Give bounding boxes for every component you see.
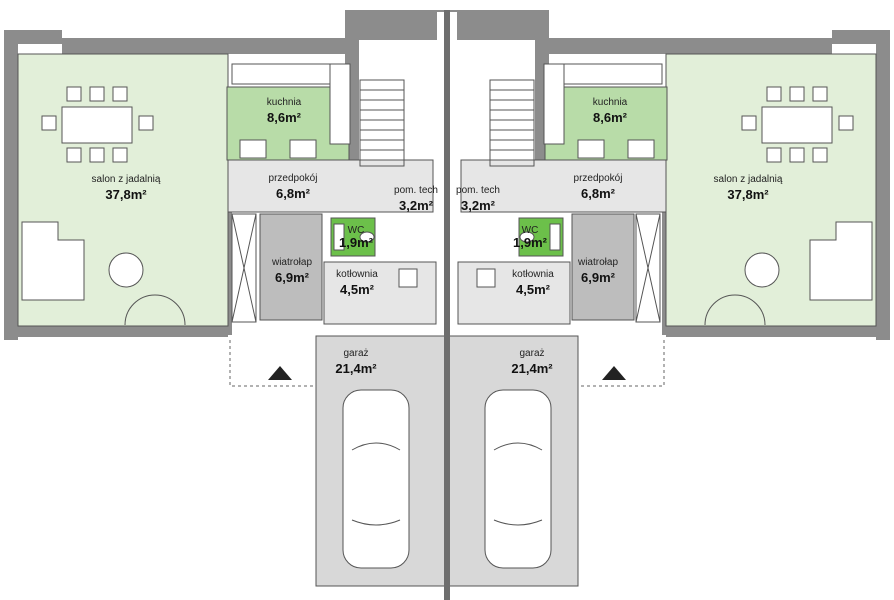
outer-wall [4,30,18,340]
pomtech-area-label: 3,2m² [461,198,496,213]
outer-wall [832,30,890,44]
pomtech-name-label: pom. tech [456,185,500,196]
kotlownia-name-label: kotłownia [512,269,554,280]
staircase [359,79,405,167]
salon-name-label: salon z jadalnią [714,174,783,185]
room-wiatrolap [571,213,635,321]
outer-wall [457,10,549,40]
salon-area-label: 37,8m² [105,187,147,202]
wc-toilet [333,223,345,251]
kitchen-chair [577,139,605,159]
kitchen-counter [543,63,565,145]
kotlownia-area-label: 4,5m² [340,282,375,297]
boiler [476,268,496,288]
party-wall [444,10,450,600]
garaz-name-label: garaż [519,348,544,359]
pomtech-name-label: pom. tech [394,185,438,196]
round-table [744,252,780,288]
kitchen-chair [239,139,267,159]
outer-wall [666,325,890,337]
garaz-area-label: 21,4m² [511,361,553,376]
kuchnia-name-label: kuchnia [267,97,302,108]
kuchnia-name-label: kuchnia [593,97,628,108]
dining-table [741,86,854,163]
outer-wall [876,30,890,340]
salon-area-label: 37,8m² [727,187,769,202]
unit-right: salon z jadalnią 37,8m² kuchnia 8,6m² pr… [447,10,890,587]
wc-area-label: 1,9m² [513,235,548,250]
wc-name-label: WC [522,225,539,236]
kotlownia-name-label: kotłownia [336,269,378,280]
unit-left: salon z jadalnią 37,8m² kuchnia 8,6m² pr… [4,10,447,587]
garaz-name-label: garaż [343,348,368,359]
outer-wall [542,38,832,54]
kitchen-chair [627,139,655,159]
wc-sink [359,231,375,243]
wiatrolap-name-label: wiatrołap [577,257,618,268]
boiler [398,268,418,288]
outer-wall [345,10,437,40]
wc-area-label: 1,9m² [339,235,374,250]
terrace-door [124,294,186,326]
przedpokoj-name-label: przedpokój [574,173,623,184]
inner-wall [662,210,668,335]
car [484,389,552,569]
outer-wall [4,30,62,44]
outer-wall [62,38,352,54]
przedpokoj-area-label: 6,8m² [276,186,311,201]
kitchen-counter [329,63,351,145]
pomtech-area-label: 3,2m² [399,198,434,213]
outer-wall [4,325,228,337]
wc-toilet [549,223,561,251]
room-wiatrolap [259,213,323,321]
room-przedpokoj [460,159,667,213]
garaz-area-label: 21,4m² [335,361,377,376]
canopy-outline [229,340,316,387]
wiatrolap-area-label: 6,9m² [581,270,616,285]
entrance-marker [602,366,626,380]
kuchnia-area-label: 8,6m² [267,110,302,125]
przedpokoj-name-label: przedpokój [269,173,318,184]
sofa [809,221,873,301]
canopy-outline [578,340,665,387]
kuchnia-area-label: 8,6m² [593,110,628,125]
kitchen-chair [289,139,317,159]
wc-name-label: WC [348,225,365,236]
terrace-door [704,294,766,326]
round-table [108,252,144,288]
wiatrolap-area-label: 6,9m² [275,270,310,285]
dining-table [41,86,154,163]
salon-name-label: salon z jadalnią [92,174,161,185]
przedpokoj-area-label: 6,8m² [581,186,616,201]
entrance-marker [268,366,292,380]
kotlownia-area-label: 4,5m² [516,282,551,297]
inner-wall [226,210,232,335]
wiatrolap-name-label: wiatrołap [271,257,312,268]
room-przedpokoj [227,159,434,213]
staircase [489,79,535,167]
wc-sink [519,231,535,243]
car [342,389,410,569]
sofa [21,221,85,301]
